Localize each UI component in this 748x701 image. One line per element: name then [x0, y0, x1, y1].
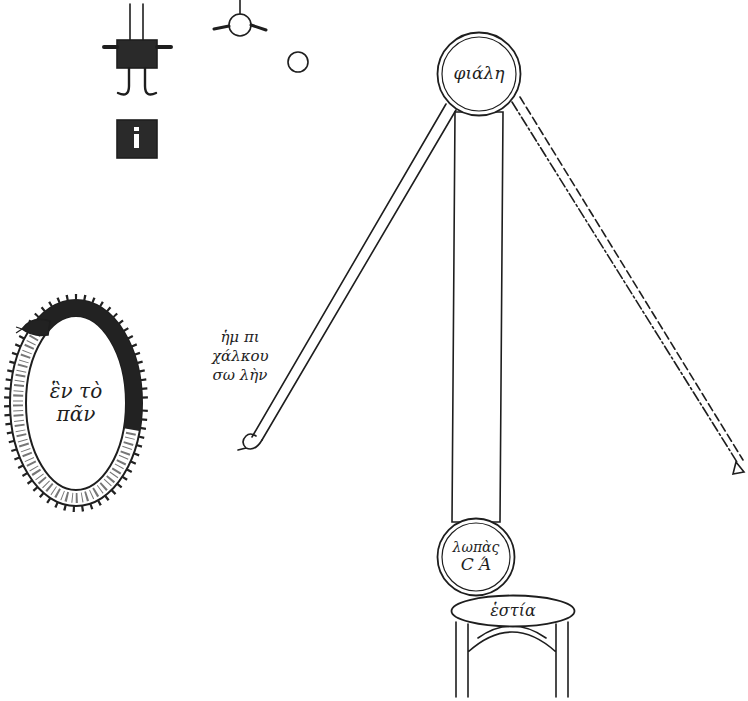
hearth-top — [452, 596, 575, 627]
vessel-ring — [438, 33, 521, 116]
receiver-vessel — [238, 434, 262, 450]
tube-line — [252, 104, 446, 437]
tube-line — [262, 110, 456, 440]
symbol-stem — [129, 4, 131, 40]
serpent-back — [18, 308, 134, 498]
serpent-spines — [7, 297, 145, 509]
vessel-ring — [442, 523, 510, 591]
symbol-arms — [214, 25, 266, 30]
tube-line — [512, 102, 737, 462]
stand-legs — [456, 622, 568, 697]
pan-circle: λωπὰςϹ Ά — [436, 518, 516, 596]
symbol-mark — [134, 127, 139, 131]
receiver-vessel — [733, 462, 744, 474]
node-text: λωπὰς — [453, 539, 500, 555]
symbol-mark — [134, 134, 139, 148]
node-text: φιάλη — [453, 64, 504, 84]
symbol-hooks — [118, 68, 156, 94]
tube-line — [520, 97, 743, 460]
serpent-scales — [18, 308, 134, 498]
symbol-block — [117, 120, 157, 158]
vessel-ring — [442, 37, 516, 111]
symbol-stem — [239, 0, 241, 14]
node-text: Ϲ Ά — [461, 555, 492, 575]
symbol-circle — [288, 52, 308, 72]
serpent-head — [22, 319, 50, 335]
symbol-circle — [229, 14, 251, 36]
symbol-vessel — [117, 40, 157, 68]
vessel-ring — [438, 519, 515, 596]
serpent-belly — [18, 308, 134, 498]
serpent-tongue — [16, 327, 22, 333]
vertical-tube — [452, 112, 503, 522]
ouroboros-serpent: ἓν τὸ πᾶν — [6, 298, 146, 508]
node-text: ἑστία — [490, 602, 535, 620]
symbol-arms — [104, 45, 171, 49]
flask-circle: φιάλη — [436, 32, 522, 116]
node-text: ἓν τὸ πᾶν — [41, 380, 111, 426]
serpent-body — [18, 308, 134, 498]
symbol-stem — [142, 4, 144, 40]
hearth-ellipse: ἑστία — [450, 594, 576, 628]
tube-label: ἡμ πι χάλκου σω λὴν — [212, 328, 268, 384]
